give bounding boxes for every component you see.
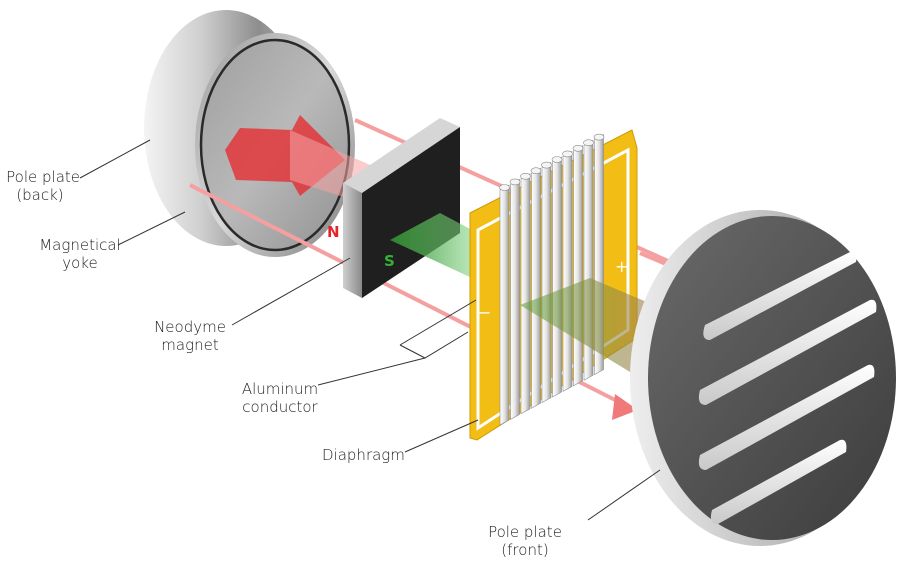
magnet-field-green bbox=[390, 213, 472, 278]
conductor-strip bbox=[499, 184, 510, 426]
magnet-north-label: N bbox=[327, 223, 340, 241]
conductor-strip-fold bbox=[562, 150, 573, 158]
conductor-strip bbox=[541, 162, 552, 404]
leader-neodyme-magnet bbox=[231, 257, 351, 326]
label-pole-plate-front-line2: (front) bbox=[501, 541, 549, 559]
conductor-strip bbox=[531, 167, 541, 409]
conductor-strip bbox=[552, 156, 562, 398]
leader-magnetical-yoke bbox=[117, 211, 186, 246]
field-arrowhead-bottom bbox=[612, 394, 638, 420]
magnet-south-label: S bbox=[384, 252, 395, 270]
front-plate-slot-3 bbox=[698, 364, 875, 470]
label-magnetical-yoke-line2: yoke bbox=[62, 254, 98, 272]
conductor-strip-fold bbox=[551, 156, 563, 163]
label-aluminum-conductor: Aluminum conductor bbox=[225, 380, 335, 416]
label-magnetical-yoke: Magnetical yoke bbox=[25, 236, 135, 272]
label-neodyme-magnet-line1: Neodyme bbox=[154, 318, 226, 336]
label-neodyme-magnet-line2: magnet bbox=[161, 336, 219, 354]
conductor-strip-fold bbox=[509, 178, 521, 186]
leader-conductor-bracket-left bbox=[399, 299, 477, 346]
conductor-strip-fold bbox=[499, 184, 510, 191]
label-neodyme-magnet: Neodyme magnet bbox=[140, 318, 240, 354]
leader-pole-plate-back bbox=[79, 139, 151, 179]
label-pole-plate-front-line1: Pole plate bbox=[488, 523, 562, 541]
label-pole-plate-back: Pole plate (back) bbox=[0, 168, 80, 204]
leader-pole-plate-front bbox=[587, 469, 661, 521]
conductor-strip-fold bbox=[520, 173, 531, 180]
front-plate-slot-1 bbox=[703, 251, 857, 340]
pole-plate-back bbox=[144, 10, 355, 257]
label-pole-plate-back-line2: (back) bbox=[16, 186, 64, 204]
front-plate-slot-2 bbox=[698, 299, 877, 405]
callout-lines bbox=[79, 139, 661, 521]
label-aluminum-conductor-line2: conductor bbox=[242, 398, 318, 416]
front-plate-slot-4 bbox=[710, 439, 847, 524]
magnet-top-edge bbox=[343, 118, 460, 193]
label-pole-plate-back-line1: Pole plate bbox=[6, 168, 80, 186]
conductor-strip-fold bbox=[530, 167, 542, 174]
magnet-side-edge bbox=[343, 183, 362, 298]
leader-aluminum-conductor bbox=[317, 357, 426, 386]
label-diaphragm: Diaphragm bbox=[322, 446, 422, 464]
pole-plate-front bbox=[630, 210, 896, 546]
label-magnetical-yoke-line1: Magnetical bbox=[39, 236, 121, 254]
conductor-strip bbox=[520, 173, 531, 415]
diaphragm-minus-sign: − bbox=[478, 303, 491, 322]
conductor-strip bbox=[573, 145, 583, 387]
leader-diaphragm bbox=[404, 419, 479, 453]
conductor-strip bbox=[562, 150, 573, 392]
label-pole-plate-front: Pole plate (front) bbox=[470, 523, 580, 559]
leader-conductor-bracket bbox=[399, 331, 469, 359]
conductor-strip-fold bbox=[593, 133, 605, 141]
magnet-face bbox=[362, 127, 460, 298]
conductor-strip-fold bbox=[541, 161, 552, 169]
conductor-strip-fold bbox=[583, 139, 594, 146]
diaphragm-plus-sign: + bbox=[615, 257, 628, 276]
conductor-strip bbox=[510, 178, 520, 420]
label-diaphragm-line1: Diaphragm bbox=[322, 446, 405, 464]
neodyme-magnet: N S bbox=[327, 118, 472, 298]
conductor-strip-fold bbox=[572, 145, 584, 152]
label-aluminum-conductor-line1: Aluminum bbox=[241, 380, 319, 398]
